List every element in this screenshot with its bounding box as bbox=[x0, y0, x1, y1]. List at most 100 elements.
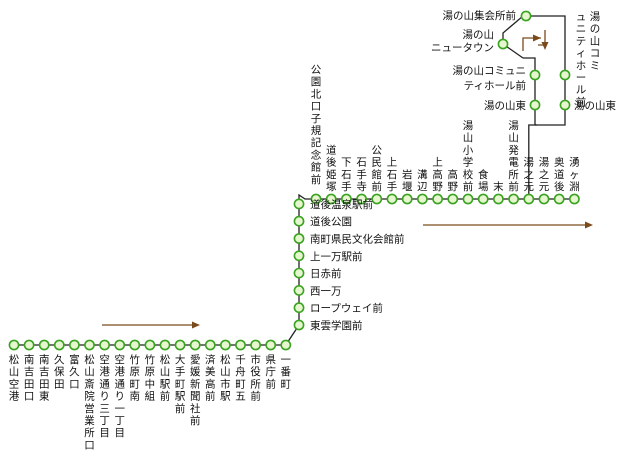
stop-marker-tounbi_gakuen[interactable] bbox=[293, 319, 305, 331]
stop-labels: 松山空港南吉田口南吉田東久保田富久口松山斎院営業所口空港通り三丁目空港通り一丁目… bbox=[9, 9, 617, 451]
stop-marker-minami_yoshida_guchi[interactable] bbox=[23, 339, 35, 351]
svg-text:原: 原 bbox=[130, 366, 141, 378]
svg-text:山: 山 bbox=[590, 35, 601, 47]
stop-marker-wakuga_fuchi[interactable] bbox=[569, 193, 580, 205]
svg-text:空: 空 bbox=[114, 353, 125, 366]
stop-marker-kami_ichiman[interactable] bbox=[293, 250, 305, 262]
stop-marker-community_hall_left[interactable] bbox=[529, 69, 541, 81]
svg-text:山: 山 bbox=[220, 366, 231, 378]
stop-marker-matsuyama_ekimae[interactable] bbox=[159, 339, 171, 351]
svg-text:所: 所 bbox=[84, 427, 95, 439]
svg-text:美: 美 bbox=[205, 365, 216, 378]
stop-marker-sue[interactable] bbox=[492, 193, 504, 205]
stop-marker-dogo_himezuka[interactable] bbox=[325, 193, 337, 205]
stop-label-minamimachi_bunka: 南町県民文化会館前 bbox=[310, 233, 405, 246]
svg-text:口: 口 bbox=[84, 439, 95, 451]
stop-marker-kuko_dori_1[interactable] bbox=[114, 339, 126, 351]
stop-label-sue: 末 bbox=[493, 180, 504, 193]
stop-label-yunoyama_moto: 湯之元 bbox=[524, 157, 535, 193]
svg-text:田: 田 bbox=[24, 378, 35, 390]
stop-label-hiakamae: 日赤前 bbox=[310, 267, 342, 280]
stop-marker-yunoyama_shogakko[interactable] bbox=[462, 193, 474, 205]
stop-marker-takehara_minami[interactable] bbox=[129, 339, 141, 351]
stop-marker-chifunemachi_5[interactable] bbox=[235, 339, 246, 351]
svg-text:ニ: ニ bbox=[576, 23, 587, 35]
stop-marker-ropeway[interactable] bbox=[293, 302, 305, 314]
svg-text:院: 院 bbox=[84, 390, 95, 403]
stop-marker-ishiteji[interactable] bbox=[356, 193, 367, 205]
svg-text:学: 学 bbox=[463, 156, 474, 169]
svg-text:目: 目 bbox=[114, 427, 125, 439]
stop-marker-kenchomae[interactable] bbox=[265, 339, 277, 351]
stop-marker-yunomoto[interactable] bbox=[538, 193, 550, 205]
stop-marker-newtown[interactable] bbox=[497, 38, 509, 50]
svg-text:空: 空 bbox=[99, 353, 110, 366]
stop-marker-saibikoumae[interactable] bbox=[204, 339, 216, 351]
stop-marker-shokuba[interactable] bbox=[477, 193, 489, 205]
loop-label-newtown-2: ニュータウン bbox=[431, 42, 494, 54]
stop-marker-dogo_koen[interactable] bbox=[293, 215, 305, 227]
svg-text:ヶ: ヶ bbox=[569, 169, 580, 181]
stop-marker-iwa_seki[interactable] bbox=[401, 193, 413, 205]
stop-marker-shimo_ishite[interactable] bbox=[340, 193, 352, 205]
stop-marker-shiki_kinenkan[interactable] bbox=[310, 193, 322, 205]
svg-text:奥: 奥 bbox=[554, 156, 565, 169]
svg-text:東: 東 bbox=[39, 390, 50, 403]
stop-marker-minami_yoshida_higashi[interactable] bbox=[38, 339, 50, 351]
svg-text:業: 業 bbox=[84, 414, 95, 427]
stop-marker-yunoyama_hatsudensho[interactable] bbox=[508, 193, 519, 205]
stop-marker-shukaisho[interactable] bbox=[520, 10, 532, 22]
stop-marker-community_hall_right[interactable] bbox=[559, 69, 571, 81]
stop-label-kami_ichiman: 上一万駅前 bbox=[310, 250, 363, 263]
svg-text:前: 前 bbox=[250, 390, 261, 403]
stop-marker-tomikuguchi[interactable] bbox=[69, 339, 80, 351]
stop-marker-kami_ishite[interactable] bbox=[386, 193, 398, 205]
svg-text:元: 元 bbox=[524, 181, 535, 193]
stop-marker-matsuyama_airport[interactable] bbox=[8, 339, 20, 351]
svg-text:末: 末 bbox=[493, 180, 504, 193]
svg-text:県: 県 bbox=[265, 354, 276, 366]
stop-marker-yunoyama_higashi_left[interactable] bbox=[529, 99, 541, 111]
stop-marker-yunoyama_higashi_right[interactable] bbox=[559, 99, 571, 111]
svg-text:野: 野 bbox=[432, 181, 443, 193]
stop-label-kamitakano: 上高野 bbox=[432, 157, 443, 193]
stop-marker-okudogo[interactable] bbox=[553, 193, 565, 205]
stop-marker-matsuyamashi_eki[interactable] bbox=[219, 339, 231, 351]
stop-marker-mizobe[interactable] bbox=[416, 193, 428, 205]
stop-marker-kamitakano[interactable] bbox=[432, 193, 443, 205]
svg-text:保: 保 bbox=[54, 365, 65, 378]
stop-label-ichibancho: 一番町 bbox=[281, 354, 292, 390]
svg-text:中: 中 bbox=[145, 377, 156, 390]
stop-marker-yunoyama_moto[interactable] bbox=[523, 193, 535, 205]
loop-label-community-hall-left-1: 湯の山コミュニ bbox=[453, 65, 527, 77]
stop-marker-shiyakusho[interactable] bbox=[250, 339, 261, 351]
stop-marker-dogo_onsen[interactable] bbox=[293, 198, 305, 210]
stop-label-dogo_koen: 道後公園 bbox=[310, 215, 352, 228]
loop-label-community-hall-left-2: ティホール前 bbox=[464, 79, 526, 92]
stop-marker-otemachi_ekimae[interactable] bbox=[174, 339, 186, 351]
stop-marker-minamimachi_bunka[interactable] bbox=[293, 233, 305, 244]
stop-marker-matsuyama_saiin_eigyosho[interactable] bbox=[84, 339, 95, 351]
stop-label-kubota: 久保田 bbox=[54, 354, 65, 390]
svg-text:ィ: ィ bbox=[576, 48, 587, 60]
stop-marker-kominkan[interactable] bbox=[371, 193, 383, 205]
stop-marker-ehime_shimbunsha[interactable] bbox=[189, 339, 201, 351]
stop-marker-takehara_naka[interactable] bbox=[144, 339, 156, 351]
svg-text:所: 所 bbox=[250, 378, 261, 390]
stop-label-nishi_ichiman: 西一万 bbox=[310, 285, 342, 297]
svg-text:記: 記 bbox=[311, 136, 322, 149]
svg-text:市: 市 bbox=[250, 353, 261, 366]
stop-marker-kuko_dori_3[interactable] bbox=[99, 339, 110, 351]
stop-marker-ichibancho[interactable] bbox=[280, 339, 292, 351]
stop-marker-nishi_ichiman[interactable] bbox=[293, 284, 305, 296]
svg-text:目: 目 bbox=[99, 427, 110, 439]
stop-marker-takano[interactable] bbox=[447, 193, 459, 205]
stop-marker-kubota[interactable] bbox=[53, 339, 65, 351]
stop-marker-hiakamae[interactable] bbox=[293, 267, 305, 279]
